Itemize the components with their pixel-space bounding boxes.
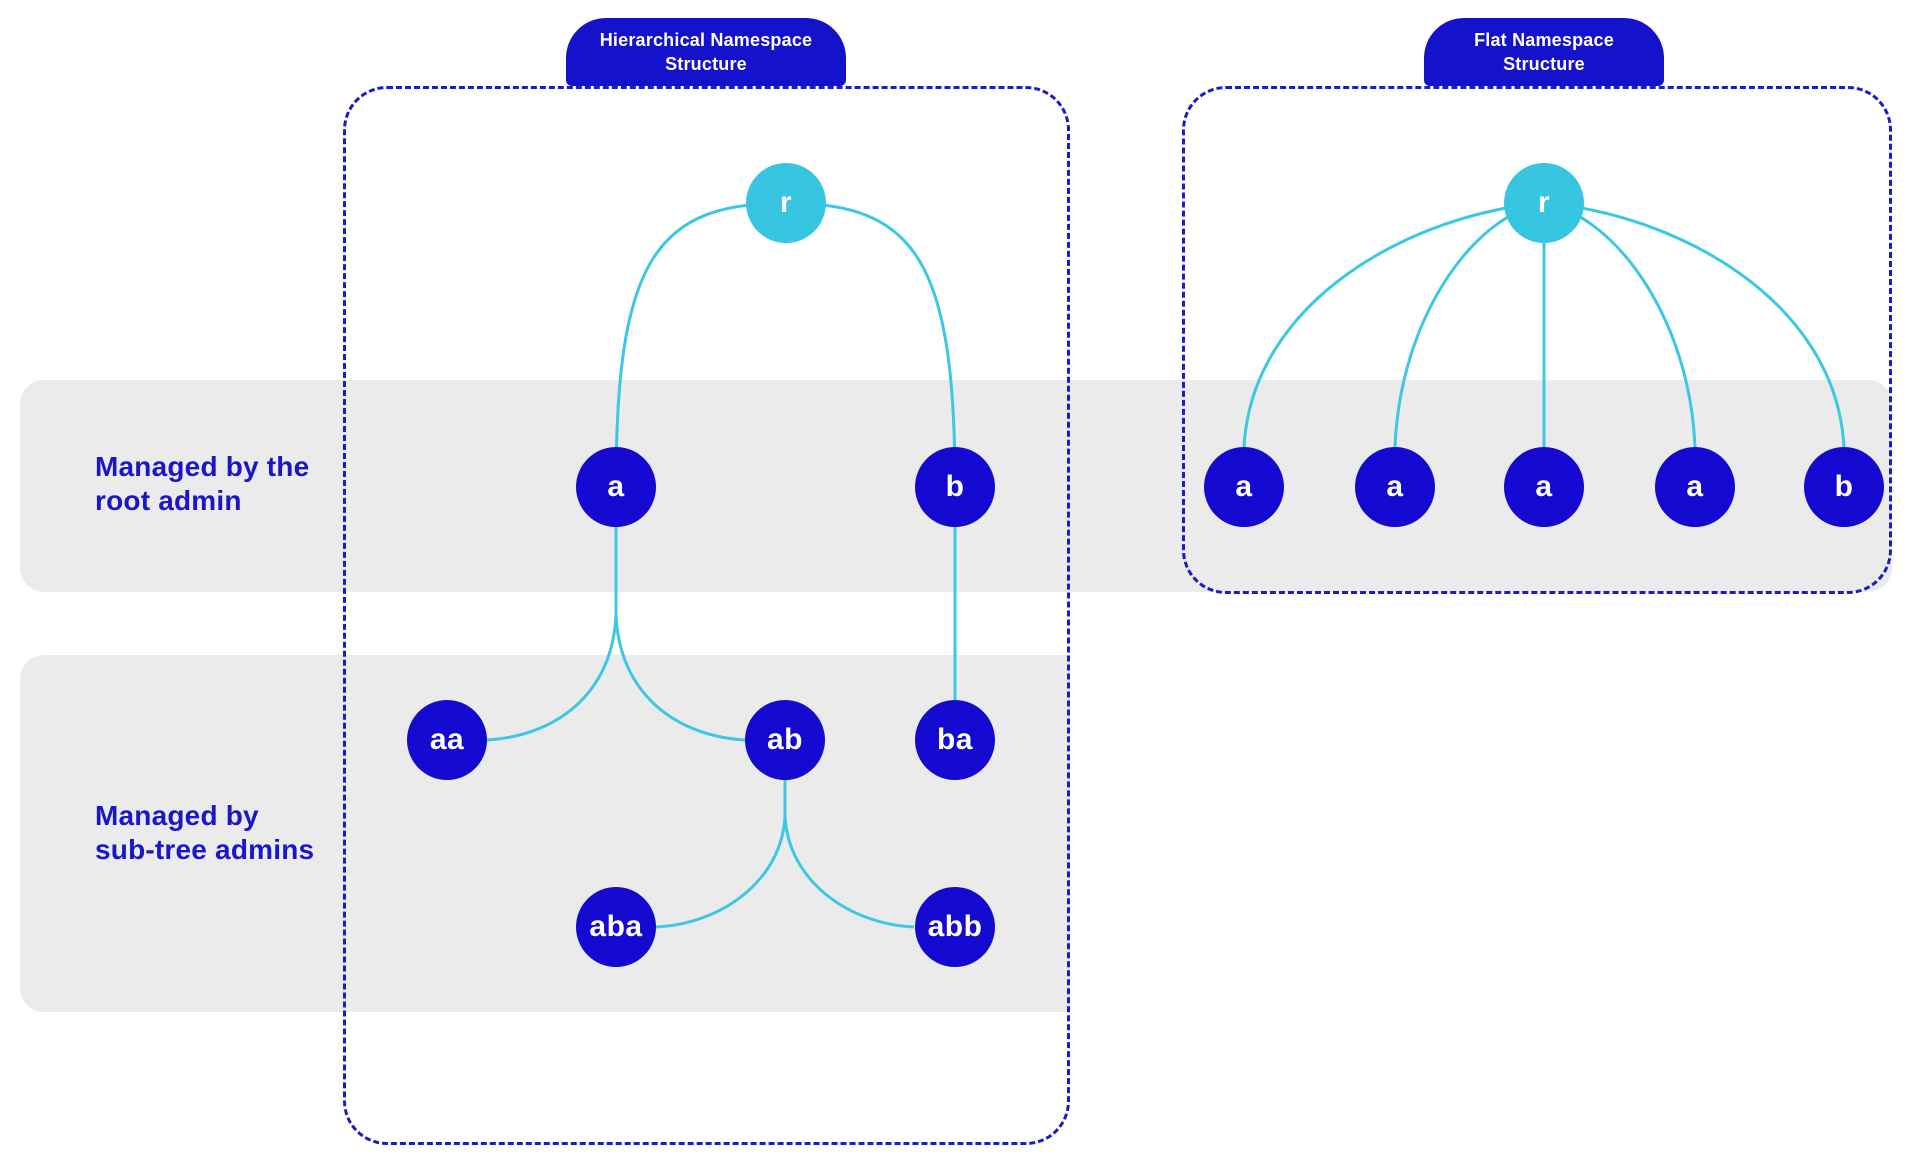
node-hier-b-label: b bbox=[945, 470, 965, 503]
edge-a-ab bbox=[614, 615, 746, 742]
root-admin-band-label-line2: root admin bbox=[95, 485, 242, 516]
hierarchical-namespace-panel bbox=[343, 86, 1070, 1145]
node-flat-a1-label: a bbox=[1235, 470, 1253, 503]
edge-flat-r-b bbox=[1543, 201, 1846, 448]
node-hier-ba-label: ba bbox=[936, 723, 973, 756]
node-hier-a: a bbox=[576, 447, 656, 527]
node-hier-b: b bbox=[915, 447, 995, 527]
node-flat-b: b bbox=[1804, 447, 1884, 527]
node-hier-abb: abb bbox=[915, 887, 995, 967]
edge-ab-abb bbox=[783, 815, 915, 929]
node-flat-a4: a bbox=[1655, 447, 1735, 527]
edge-flat-r-a2 bbox=[1393, 201, 1545, 448]
root-admin-band-label: Managed by the root admin bbox=[95, 450, 309, 518]
subtree-admin-band-label: Managed by sub-tree admins bbox=[95, 799, 314, 867]
node-flat-a3-label: a bbox=[1535, 470, 1553, 503]
node-hier-r: r bbox=[746, 163, 826, 243]
node-hier-aba-label: aba bbox=[589, 910, 643, 943]
node-hier-aa: aa bbox=[407, 700, 487, 780]
flat-namespace-tab-line1: Flat Namespace bbox=[1474, 30, 1614, 50]
hierarchical-namespace-tab-line1: Hierarchical Namespace bbox=[599, 30, 813, 50]
node-hier-r-label: r bbox=[779, 186, 793, 219]
node-flat-a3: a bbox=[1504, 447, 1584, 527]
flat-namespace-panel bbox=[1182, 86, 1892, 594]
edge-flat-r-a1 bbox=[1242, 201, 1545, 448]
subtree-admin-band-label-line2: sub-tree admins bbox=[95, 834, 315, 865]
hierarchical-namespace-tab-line2: Structure bbox=[665, 54, 747, 74]
subtree-admin-band bbox=[20, 655, 1070, 1012]
node-hier-ba: ba bbox=[915, 700, 995, 780]
edge-r-a bbox=[614, 201, 787, 488]
subtree-admin-band-label-line1: Managed by bbox=[95, 800, 259, 831]
edge-flat-r-a4 bbox=[1543, 201, 1697, 448]
root-admin-band-label-line1: Managed by the bbox=[95, 451, 310, 482]
node-hier-a-label: a bbox=[607, 470, 625, 503]
node-hier-ab: ab bbox=[745, 700, 825, 780]
node-hier-aa-label: aa bbox=[429, 723, 465, 756]
flat-namespace-tab-line2: Structure bbox=[1503, 54, 1585, 74]
node-flat-r: r bbox=[1504, 163, 1584, 243]
edge-a-aa bbox=[486, 615, 618, 742]
node-hier-abb-label: abb bbox=[927, 910, 983, 943]
edge-r-b bbox=[785, 201, 957, 488]
node-hier-aba: aba bbox=[576, 887, 656, 967]
node-flat-r-label: r bbox=[1537, 186, 1551, 219]
hierarchical-namespace-tab: Hierarchical Namespace Structure bbox=[566, 18, 846, 86]
node-hier-ab-label: ab bbox=[766, 723, 803, 756]
edge-ab-aba bbox=[655, 815, 787, 929]
node-flat-b-label: b bbox=[1834, 470, 1854, 503]
node-flat-a2-label: a bbox=[1386, 470, 1404, 503]
node-flat-a4-label: a bbox=[1686, 470, 1704, 503]
node-flat-a1: a bbox=[1204, 447, 1284, 527]
flat-namespace-tab: Flat Namespace Structure bbox=[1424, 18, 1664, 86]
node-flat-a2: a bbox=[1355, 447, 1435, 527]
